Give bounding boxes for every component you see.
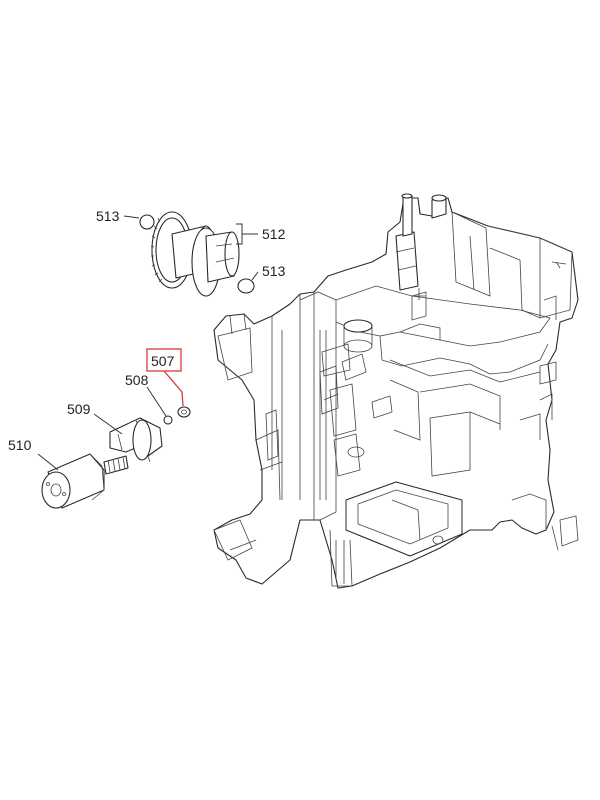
o-ring-513-top: [139, 214, 155, 230]
gear-assembly-512: [150, 211, 240, 297]
highlight-507: [146, 348, 184, 407]
label-509: 509: [67, 401, 91, 417]
label-510: 510: [8, 437, 32, 453]
washer-508: [163, 415, 173, 425]
bushing-507: [177, 406, 191, 418]
motor-bracket-509: [109, 417, 163, 463]
housing-frame: [213, 193, 579, 589]
leader-lines: [37, 215, 259, 471]
o-ring-513-bottom: [237, 278, 255, 294]
label-513-top: 513: [96, 208, 120, 224]
label-512: 512: [262, 226, 286, 242]
highlight-leader-507: [163, 370, 184, 407]
label-513-bottom: 513: [262, 263, 286, 279]
motor-510: [41, 453, 129, 509]
label-507: 507: [151, 353, 175, 369]
label-508: 508: [125, 372, 149, 388]
